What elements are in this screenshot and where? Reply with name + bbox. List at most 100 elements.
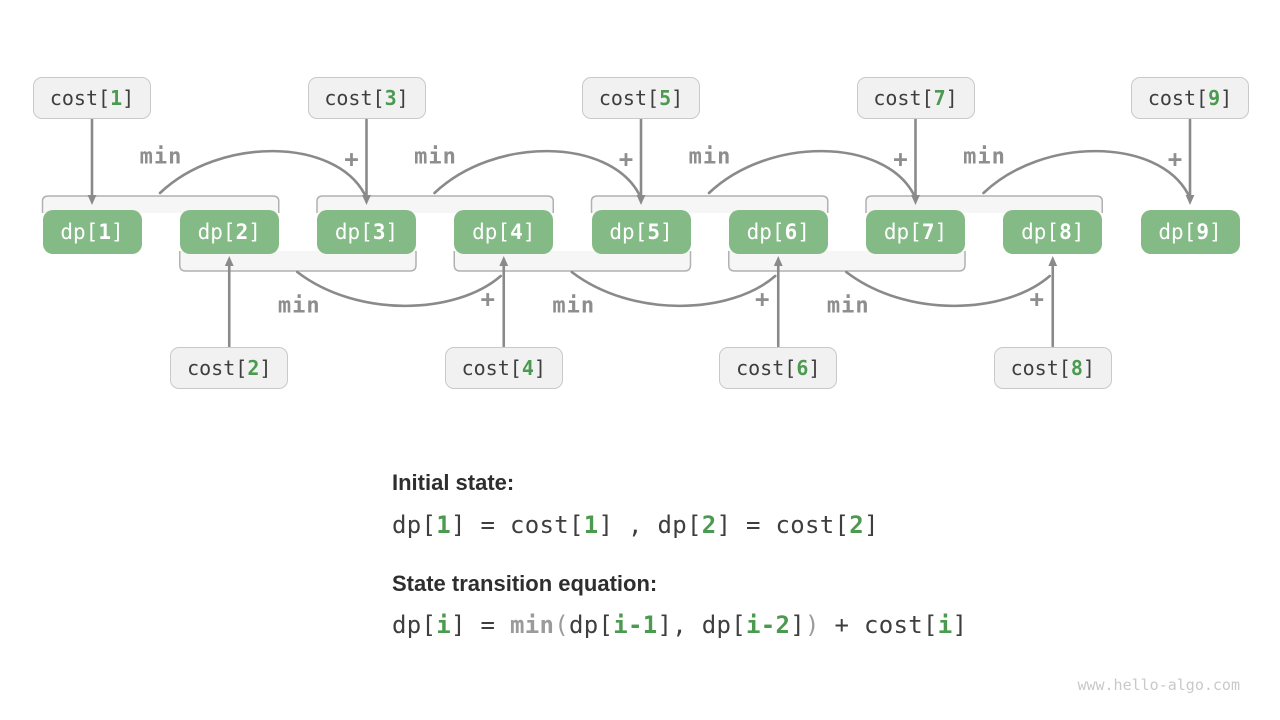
group-bracket-top — [316, 195, 554, 213]
plus-label: + — [480, 285, 495, 313]
dp-node-8: dp[8] — [1003, 210, 1103, 254]
dp-node-2-label: 2 — [235, 220, 249, 244]
dp-node-9-label: dp[ — [1158, 220, 1197, 244]
group-bracket-top — [41, 195, 280, 213]
dp-node-5-label: 5 — [647, 220, 660, 244]
equation-segment: ] = — [451, 611, 510, 639]
cost-node-1-label: 1 — [110, 86, 123, 110]
dp-node-9-label: 9 — [1196, 220, 1209, 244]
transition-title: State transition equation: — [392, 571, 658, 596]
dp-node-3-label: dp[ — [334, 220, 373, 244]
initial-state-equation: dp[1] = cost[1] , dp[2] = cost[2] — [392, 510, 879, 540]
equation-segment: 2 — [701, 511, 717, 539]
watermark-text: www.hello-algo.com — [1077, 676, 1240, 694]
cost-node-3: cost[3] — [307, 77, 426, 119]
cost-node-8-label: 8 — [1070, 356, 1083, 380]
cost-node-4-label: ] — [533, 356, 546, 380]
equation-segment: i-2 — [746, 611, 791, 639]
cost-node-8-label: cost[ — [1010, 356, 1071, 380]
cost-node-5: cost[5] — [582, 77, 700, 119]
plus-label: + — [1167, 145, 1183, 173]
min-transition-arrow-top — [433, 149, 641, 196]
min-transition-arrow-bottom — [570, 270, 777, 308]
transition-equation: dp[i] = min(dp[i-1], dp[i-2]) + cost[i] — [392, 610, 967, 640]
min-transition-arrow-top — [982, 149, 1190, 196]
plus-label: + — [618, 145, 634, 173]
cost-node-2-label: ] — [259, 356, 272, 380]
group-bracket-bottom — [179, 251, 417, 272]
cost-node-5-label: ] — [671, 86, 684, 110]
equation-segment: 1 — [436, 511, 451, 539]
equation-segment: i — [436, 611, 451, 639]
arrows-layer — [41, 117, 1195, 348]
notes-section: Initial state: dp[1] = cost[1] , dp[2] =… — [392, 470, 1112, 680]
dp-node-8-label: dp[ — [1021, 220, 1060, 244]
cost-node-8: cost[8] — [993, 347, 1112, 389]
dp-node-3-label: 3 — [372, 220, 386, 244]
min-label: min — [277, 293, 321, 319]
cost-node-5-label: cost[ — [598, 86, 660, 110]
equation-segment: ( — [554, 611, 569, 639]
cost-node-2: cost[2] — [170, 347, 289, 389]
dp-node-4-label: ] — [522, 220, 536, 244]
min-label: min — [139, 144, 183, 170]
plus-label: + — [893, 145, 908, 173]
dp-node-5-label: ] — [659, 220, 673, 244]
dp-node-9-label: ] — [1208, 220, 1222, 244]
dp-node-6-label: ] — [797, 220, 810, 244]
dp-node-7-label: 7 — [921, 220, 935, 244]
plus-label: + — [344, 145, 359, 173]
cost-node-7-label: 7 — [933, 86, 946, 110]
cost-node-4: cost[4] — [444, 347, 563, 389]
cost-node-9-label: cost[ — [1147, 86, 1209, 110]
cost-node-4-label: cost[ — [461, 356, 522, 380]
dp-node-4-label: 4 — [510, 220, 523, 244]
cost-node-7: cost[7] — [856, 77, 975, 119]
dp-node-7: dp[7] — [866, 210, 965, 254]
dp-node-6-label: 6 — [784, 220, 798, 244]
min-transition-arrow-top — [707, 149, 915, 196]
dp-node-4-label: dp[ — [472, 220, 511, 244]
dp-node-7-label: ] — [934, 220, 948, 244]
equation-segment: ] — [864, 511, 879, 539]
cost-node-7-label: cost[ — [873, 86, 934, 110]
initial-state-title: Initial state: — [392, 470, 515, 495]
equation-segment: ] — [952, 611, 968, 639]
cost-node-1: cost[1] — [33, 77, 151, 119]
dp-node-6-label: dp[ — [746, 220, 785, 244]
equation-segment: i — [937, 611, 953, 639]
min-label: min — [414, 144, 457, 170]
cost-node-6-label: 6 — [796, 356, 809, 380]
dp-node-1-label: dp[ — [60, 220, 99, 244]
dp-node-3: dp[3] — [317, 210, 416, 254]
equation-segment: i-1 — [613, 611, 658, 639]
min-transition-arrow-bottom — [295, 270, 503, 308]
dp-node-1: dp[1] — [42, 210, 142, 254]
cost-node-2-label: cost[ — [187, 356, 248, 380]
dp-node-9: dp[9] — [1140, 210, 1240, 254]
dp-node-1-label: ] — [110, 220, 124, 244]
cost-node-2-label: 2 — [247, 356, 260, 380]
group-bracket-top — [590, 195, 829, 213]
min-label: min — [826, 293, 870, 319]
dp-node-8-label: ] — [1071, 220, 1085, 244]
equation-segment: dp[ — [392, 611, 437, 639]
cost-node-6-label: cost[ — [736, 356, 797, 380]
cost-node-3-label: 3 — [384, 86, 397, 110]
equation-segment: 1 — [583, 511, 599, 539]
dp-node-4: dp[4] — [454, 210, 554, 254]
min-label: min — [688, 144, 732, 170]
cost-node-3-label: cost[ — [324, 86, 385, 110]
dp-node-2: dp[2] — [179, 210, 279, 254]
cost-node-1-label: ] — [122, 86, 135, 110]
dp-node-6: dp[6] — [728, 210, 828, 254]
dp-node-3-label: ] — [385, 220, 399, 244]
min-label: min — [963, 144, 1006, 170]
cost-node-9: cost[9] — [1131, 77, 1249, 119]
equation-segment: dp[ — [392, 511, 437, 539]
equation-segment: ] = cost[ — [451, 511, 584, 539]
dp-node-7-label: dp[ — [883, 220, 922, 244]
min-label: min — [552, 293, 596, 319]
cost-node-6-label: ] — [808, 356, 821, 380]
